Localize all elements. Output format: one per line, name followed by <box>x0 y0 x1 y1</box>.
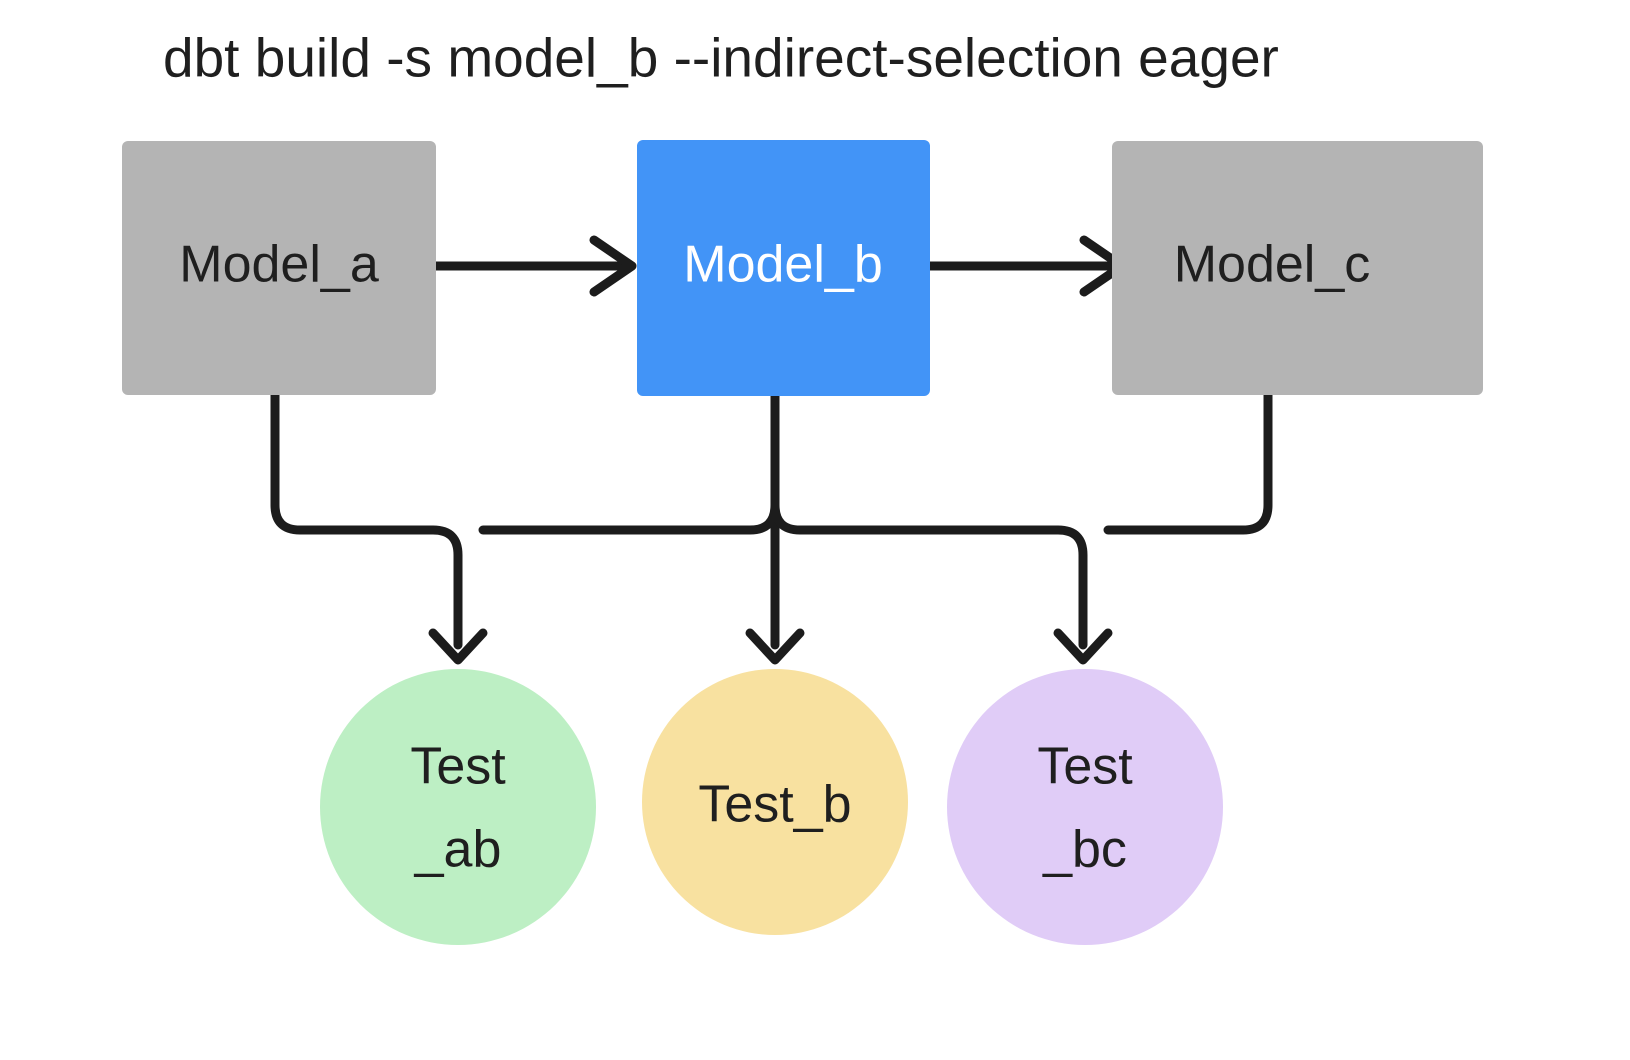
node-model-a[interactable]: Model_a <box>122 141 436 395</box>
node-test-ab-label-line1: Test <box>410 738 506 796</box>
node-test-b-label-line1: Test_b <box>698 776 851 834</box>
edge-model-c-to-test-bc <box>1103 390 1273 535</box>
edge-model-b-to-test-bc <box>770 390 1088 650</box>
node-model-a-label: Model_a <box>179 236 379 294</box>
node-model-b-shape[interactable] <box>637 140 930 396</box>
node-test-b-shape[interactable] <box>642 669 908 935</box>
edge-layer <box>270 235 1273 665</box>
node-test-bc-shape[interactable] <box>947 669 1223 945</box>
node-model-c-shape[interactable] <box>1112 141 1483 395</box>
node-test-b[interactable]: Test_b <box>642 669 908 935</box>
diagram-title: dbt build -s model_b --indirect-selectio… <box>163 27 1279 89</box>
node-test-ab[interactable]: Test _ab <box>320 669 596 945</box>
node-test-bc[interactable]: Test _bc <box>947 669 1223 945</box>
arrowhead-test-b <box>745 628 805 665</box>
node-test-bc-label-line1: Test <box>1037 738 1133 796</box>
edge-model-b-to-test-ab <box>478 390 780 535</box>
arrowhead-model-b <box>589 235 637 297</box>
node-test-ab-label-line2: _ab <box>414 821 502 879</box>
node-layer: Model_a Model_b Model_c Test _ab Tes <box>122 140 1483 945</box>
arrowhead-test-ab <box>428 628 488 665</box>
edge-model-a-to-test-ab <box>270 390 463 650</box>
node-model-a-shape[interactable] <box>122 141 436 395</box>
node-test-ab-shape[interactable] <box>320 669 596 945</box>
node-test-bc-label-line2: _bc <box>1042 821 1127 879</box>
node-model-c-label: Model_c <box>1174 236 1371 294</box>
node-model-c[interactable]: Model_c <box>1112 141 1483 395</box>
node-model-b[interactable]: Model_b <box>637 140 930 396</box>
node-model-b-label: Model_b <box>683 236 882 294</box>
arrowhead-test-bc <box>1053 628 1113 665</box>
